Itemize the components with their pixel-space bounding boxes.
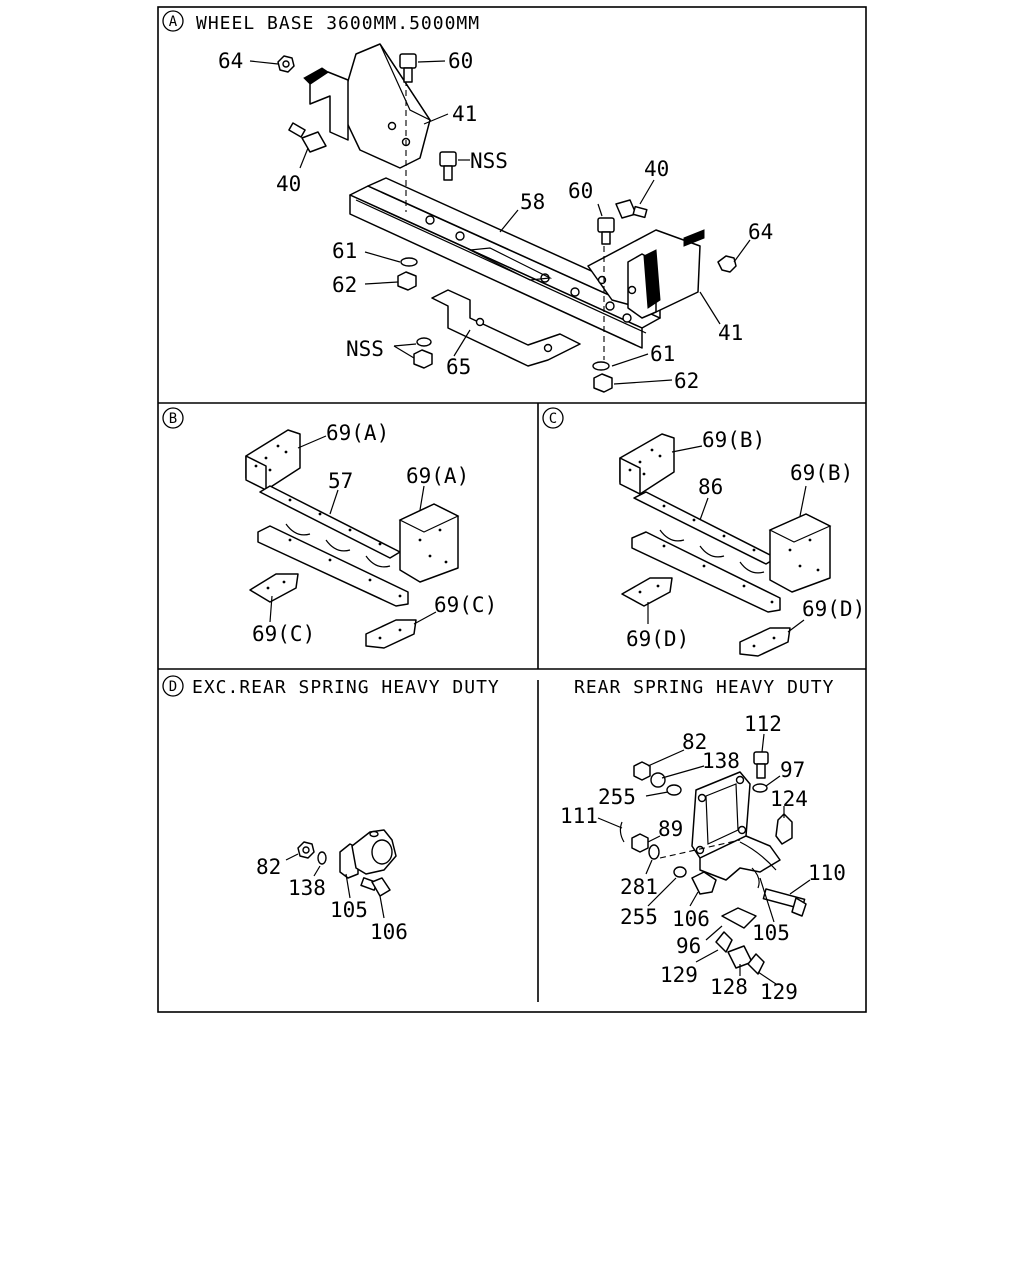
panel-d-right-title: REAR SPRING HEAVY DUTY [574, 677, 834, 698]
bracket-41-left [303, 43, 432, 212]
panel-frames [157, 6, 867, 1013]
callout-b-69a-right: 69(A) [406, 464, 469, 488]
callout-d-right-111: 111 [560, 804, 598, 828]
panel-d-marker: D [162, 675, 184, 697]
spring-bracket-heavy-duty [619, 751, 807, 975]
panel-b-marker: B [162, 407, 184, 429]
panel-a-title: WHEEL BASE 3600MM.5000MM [196, 13, 480, 34]
callout-d-left-138: 138 [288, 876, 326, 900]
crossmember-58 [349, 177, 661, 349]
callout-b-69c-right: 69(C) [434, 593, 497, 617]
callout-a-58: 58 [520, 190, 545, 214]
callout-d-right-138: 138 [702, 749, 740, 773]
callout-c-69d-left: 69(D) [626, 627, 689, 651]
callout-a-nss-bottom: NSS [346, 337, 384, 361]
callout-d-right-112: 112 [744, 712, 782, 736]
callout-a-61-left: 61 [332, 239, 357, 263]
callout-d-left-82: 82 [256, 855, 281, 879]
bracket-65 [431, 289, 581, 367]
callout-d-right-255-top: 255 [598, 785, 636, 809]
leaders-b [269, 435, 437, 625]
fasteners-a [277, 53, 737, 393]
callout-d-right-106: 106 [672, 907, 710, 931]
callout-d-left-106: 106 [370, 920, 408, 944]
callout-d-right-129-left: 129 [660, 963, 698, 987]
callout-a-64-left: 64 [218, 49, 243, 73]
callout-d-left-105: 105 [330, 898, 368, 922]
callout-a-60-right: 60 [568, 179, 593, 203]
callout-b-69a-top: 69(A) [326, 421, 389, 445]
panel-d-right: REAR SPRING HEAVY DUTY [560, 677, 846, 1004]
spring-bracket-105 [297, 829, 397, 897]
svg-text:A: A [169, 14, 178, 30]
callout-d-right-281: 281 [620, 875, 658, 899]
panel-d-left: D EXC.REAR SPRING HEAVY DUTY 82 138 105 … [162, 675, 500, 944]
svg-text:B: B [169, 411, 177, 427]
callout-a-nss-top: NSS [470, 149, 508, 173]
leaders-a [249, 60, 751, 385]
callout-d-right-96: 96 [676, 934, 701, 958]
panel-c: C 69(B) [542, 407, 865, 657]
callout-d-right-110: 110 [808, 861, 846, 885]
callout-a-40-left: 40 [276, 172, 301, 196]
callout-a-40-right: 40 [644, 157, 669, 181]
callout-a-62-left: 62 [332, 273, 357, 297]
reinforcement-57 [245, 429, 460, 649]
callout-a-60-left: 60 [448, 49, 473, 73]
callout-d-right-255-bottom: 255 [620, 905, 658, 929]
panel-a: A WHEEL BASE 3600MM.5000MM [162, 10, 773, 393]
callout-c-69d-right: 69(D) [802, 597, 865, 621]
svg-text:D: D [169, 679, 177, 695]
callout-d-right-105: 105 [752, 921, 790, 945]
callout-a-61-right: 61 [650, 342, 675, 366]
callout-b-69c-left: 69(C) [252, 622, 315, 646]
callout-d-right-128: 128 [710, 975, 748, 999]
panel-b: B 69(A) [162, 407, 497, 649]
callout-c-86: 86 [698, 475, 723, 499]
reinforcement-86 [619, 433, 832, 657]
callout-c-69b-top: 69(B) [702, 428, 765, 452]
leaders-c [647, 445, 807, 633]
callout-c-69b-right: 69(B) [790, 461, 853, 485]
svg-text:C: C [549, 411, 557, 427]
panel-a-marker: A [162, 10, 184, 32]
leaders-d-right [597, 733, 811, 985]
callout-a-62-right: 62 [674, 369, 699, 393]
callout-d-right-129-right: 129 [760, 980, 798, 1004]
callout-b-57: 57 [328, 469, 353, 493]
panel-d-left-title: EXC.REAR SPRING HEAVY DUTY [192, 677, 500, 698]
bracket-41-right [587, 229, 705, 360]
callout-d-right-97: 97 [780, 758, 805, 782]
callout-d-right-124: 124 [770, 787, 808, 811]
callout-a-64-right: 64 [748, 220, 773, 244]
callout-a-65: 65 [446, 355, 471, 379]
leaders-d-left [285, 853, 385, 919]
callout-a-41-right: 41 [718, 321, 743, 345]
callout-d-right-82: 82 [682, 730, 707, 754]
panel-c-marker: C [542, 407, 564, 429]
callout-d-right-89: 89 [658, 817, 683, 841]
callout-a-41-left: 41 [452, 102, 477, 126]
